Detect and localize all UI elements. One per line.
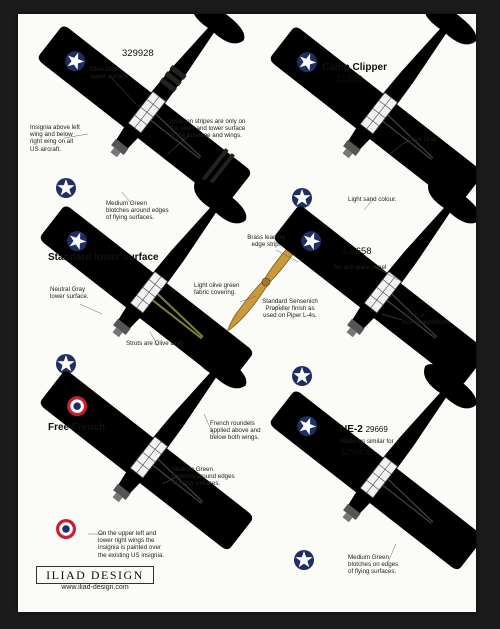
note-anti-glare: No anti-glare panel <box>334 264 387 271</box>
note-medium-green-5: Medium Green blotches around edges of fl… <box>172 466 235 488</box>
title-ne-2: NE-2 29669 <box>340 424 388 436</box>
title-camp-clipper: Camp Clipper <box>322 62 388 73</box>
note-medium-green-6: Medium Green blotches on edges of flying… <box>348 554 399 576</box>
serial-329928: 329928 <box>122 48 154 59</box>
website-url: www.iliad-design.com <box>61 584 129 591</box>
note-brass-strip: Brass leading edge strip. <box>247 234 285 249</box>
title-standard-lower: Standard lower surface <box>48 252 159 263</box>
note-painted-over: On the upper left and lower right wings … <box>98 530 165 559</box>
note-struts: Struts are Olive Drab <box>126 340 184 347</box>
note-medium-green-1: Medium Green blotches around edges of fl… <box>106 200 169 222</box>
note-olive-drab: Olive Drab <box>408 136 438 143</box>
aircraft-artwork: .p1 .wing,.p1 .fus,.p1 .tail{fill:#7b803… <box>18 14 476 595</box>
note-olive-upper: Olive Drab upper surface. <box>90 66 130 81</box>
decal-instruction-sheet: .p1 .wing,.p1 .fus,.p1 .tail{fill:#7b803… <box>18 14 476 612</box>
note-sensenich: Standard Sensenich Propeller finish as u… <box>262 298 318 320</box>
note-markings-similar: Markings similar for <box>340 438 394 445</box>
note-aluminum: Finish is overall aluminum <box>402 312 449 327</box>
note-insignia: Insignia above left wing and below right… <box>30 124 80 153</box>
ne-2-number: 29669 <box>365 425 388 434</box>
aircraft-329928 <box>18 14 320 230</box>
ne-2-name: NE-2 <box>340 424 363 435</box>
note-fabric: Light olive green fabric covering. <box>194 282 240 297</box>
serial-31358: 31358 <box>336 74 363 85</box>
iliad-design-logo: ILIAD DESIGN <box>36 566 154 584</box>
note-invasion-stripes: Invasion stripes are only on the sides a… <box>170 118 246 140</box>
serial-329905: 329905 <box>340 447 372 458</box>
serial-43-658: 43-658 <box>342 246 372 257</box>
note-neutral-gray: Neutral Gray lower surface. <box>50 286 89 301</box>
note-light-sand: Light sand colour. <box>348 196 397 203</box>
title-free-french: Free French <box>48 422 106 433</box>
note-french-roundels: French roundels applied above and below … <box>210 420 261 442</box>
aircraft-standard-lower <box>20 118 322 410</box>
